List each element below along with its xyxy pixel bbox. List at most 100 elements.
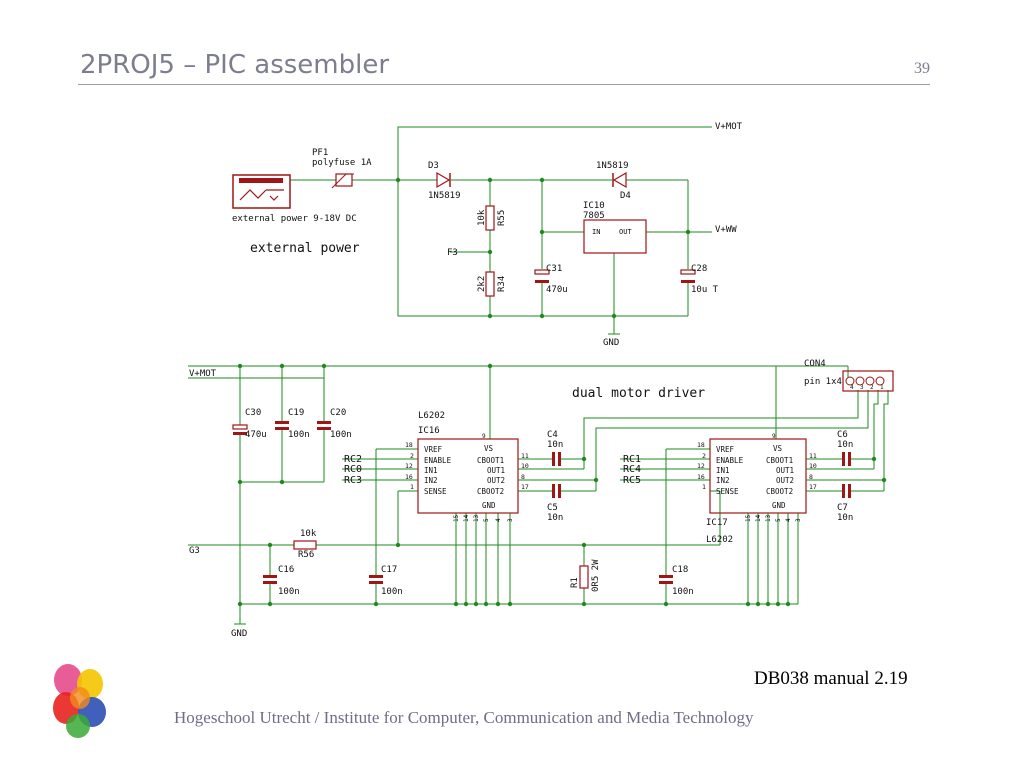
ic16-pin-number: 10	[521, 462, 529, 470]
motor-driver-ic16	[417, 438, 519, 514]
capacitor-c20	[317, 421, 331, 430]
c5-ref: C5	[547, 503, 558, 513]
ic16-pin-number: 2	[410, 452, 414, 460]
r56-ref: R56	[298, 550, 314, 560]
pf1-ref: PF1	[312, 148, 328, 158]
c31-ref: C31	[546, 264, 562, 274]
c31-value: 470u	[546, 285, 568, 295]
d4-value: 1N5819	[596, 161, 629, 171]
ic16-pin-number: 15	[453, 514, 460, 522]
con4-pin-label: 1	[880, 384, 884, 391]
ic16-pin-name: IN2	[424, 476, 438, 485]
ic17-ref: IC17	[706, 518, 728, 528]
con4-pin-label: 4	[850, 384, 854, 391]
ic16-pin-name: VREF	[424, 445, 443, 454]
ic17-pin-number: 14	[755, 514, 762, 522]
c16-ref: C16	[278, 565, 294, 575]
ic17-pin-name: ENABLE	[716, 456, 744, 465]
ic17-pin-number: 4	[785, 518, 792, 522]
c5-value: 10n	[547, 513, 563, 523]
ic17-pin-number: 11	[809, 452, 817, 460]
ic17-pin-number: 12	[697, 462, 705, 470]
d3-ref: D3	[428, 161, 439, 171]
capacitor-c4	[552, 452, 561, 466]
driver-heading: dual motor driver	[572, 386, 705, 401]
diode-d3	[436, 171, 451, 189]
ic16-ref: IC16	[418, 426, 440, 436]
c28-value: 10u T	[691, 285, 719, 295]
motor-driver-ic17	[709, 438, 807, 514]
ic17-pin-name: OUT2	[776, 476, 794, 485]
ic17-signal-label: RC4	[623, 464, 641, 475]
ic16-pin-name: OUT1	[487, 466, 505, 475]
ic10-in-label: IN	[592, 228, 600, 236]
capacitor-c5	[552, 484, 561, 498]
ic16-pin-name: SENSE	[424, 487, 447, 496]
ic17-pin-name: VREF	[716, 445, 735, 454]
ic16-part: L6202	[418, 411, 445, 421]
ic17-gnd-label: GND	[772, 501, 786, 510]
ic16-pin-name: ENABLE	[424, 456, 452, 465]
ic17-pin-number: 9	[772, 433, 776, 440]
vmot-label-top: V+MOT	[715, 122, 743, 132]
ic16-signal-label: RC0	[344, 464, 362, 475]
c7-value: 10n	[837, 513, 853, 523]
ic17-pin-name: CBOOT2	[766, 487, 793, 496]
ic10-out-label: OUT	[619, 228, 632, 236]
ic16-pin-number: 13	[473, 514, 480, 522]
ext-power-heading: external power	[250, 241, 360, 256]
con4-pin-label: 2	[870, 384, 874, 391]
r34-ref: R34	[497, 276, 507, 292]
c17-value: 100n	[381, 587, 403, 597]
c18-ref: C18	[672, 565, 688, 575]
r34-value: 2k2	[477, 276, 487, 292]
capacitor-c17	[369, 575, 383, 584]
c17-ref: C17	[381, 565, 397, 575]
ic16-vs-label: VS	[484, 444, 494, 453]
r1-value: 0R5 2W	[591, 559, 601, 592]
ic16-pin-name: CBOOT1	[477, 456, 504, 465]
ic17-pin-number: 16	[697, 473, 705, 481]
ic16-pin-name: IN1	[424, 466, 438, 475]
c20-value: 100n	[330, 430, 352, 440]
capacitor-c16	[263, 575, 277, 584]
con4-ref: CON4	[804, 359, 826, 369]
driver-junctions	[237, 363, 887, 607]
ic16-pin-number: 3	[507, 518, 514, 522]
capacitor-c28	[680, 269, 696, 283]
ic17-pin-number: 8	[809, 473, 813, 481]
ic17-pin-number: 3	[795, 518, 802, 522]
f3-label: F3	[447, 248, 458, 258]
ic17-pin-number: 13	[765, 514, 772, 522]
ic17-pin-name: CBOOT1	[766, 456, 793, 465]
c28-ref: C28	[691, 264, 707, 274]
ic17-pin-number: 1	[702, 483, 706, 491]
ic16-pin-number: 14	[463, 514, 470, 522]
driver-wires	[188, 365, 889, 625]
c6-value: 10n	[837, 440, 853, 450]
capacitor-c7	[842, 484, 851, 498]
power-junctions	[395, 177, 691, 319]
ic17-pin-number: 10	[809, 462, 817, 470]
r55-ref: R55	[497, 210, 507, 226]
ic16-pin-name: OUT2	[487, 476, 505, 485]
external-power-jack	[232, 174, 291, 209]
ic16-signal-label: RC2	[344, 454, 362, 465]
c19-ref: C19	[288, 408, 304, 418]
resistor-r56	[293, 540, 317, 550]
ic17-pin-name: IN2	[716, 476, 730, 485]
ic17-pin-number: 18	[697, 441, 705, 449]
ic16-pin-number: 5	[483, 518, 490, 522]
ic17-signal-label: RC1	[623, 454, 641, 465]
c19-value: 100n	[288, 430, 310, 440]
ic16-pin-number: 17	[521, 483, 529, 491]
c20-ref: C20	[330, 408, 346, 418]
page-number: 39	[914, 60, 930, 77]
capacitor-c18	[659, 575, 673, 584]
c30-ref: C30	[245, 408, 261, 418]
c30-value: 470u	[245, 430, 267, 440]
ic16-pin-number: 18	[405, 441, 413, 449]
c7-ref: C7	[837, 503, 848, 513]
resistor-r1	[579, 565, 589, 589]
vww-label: V+WW	[715, 225, 737, 235]
